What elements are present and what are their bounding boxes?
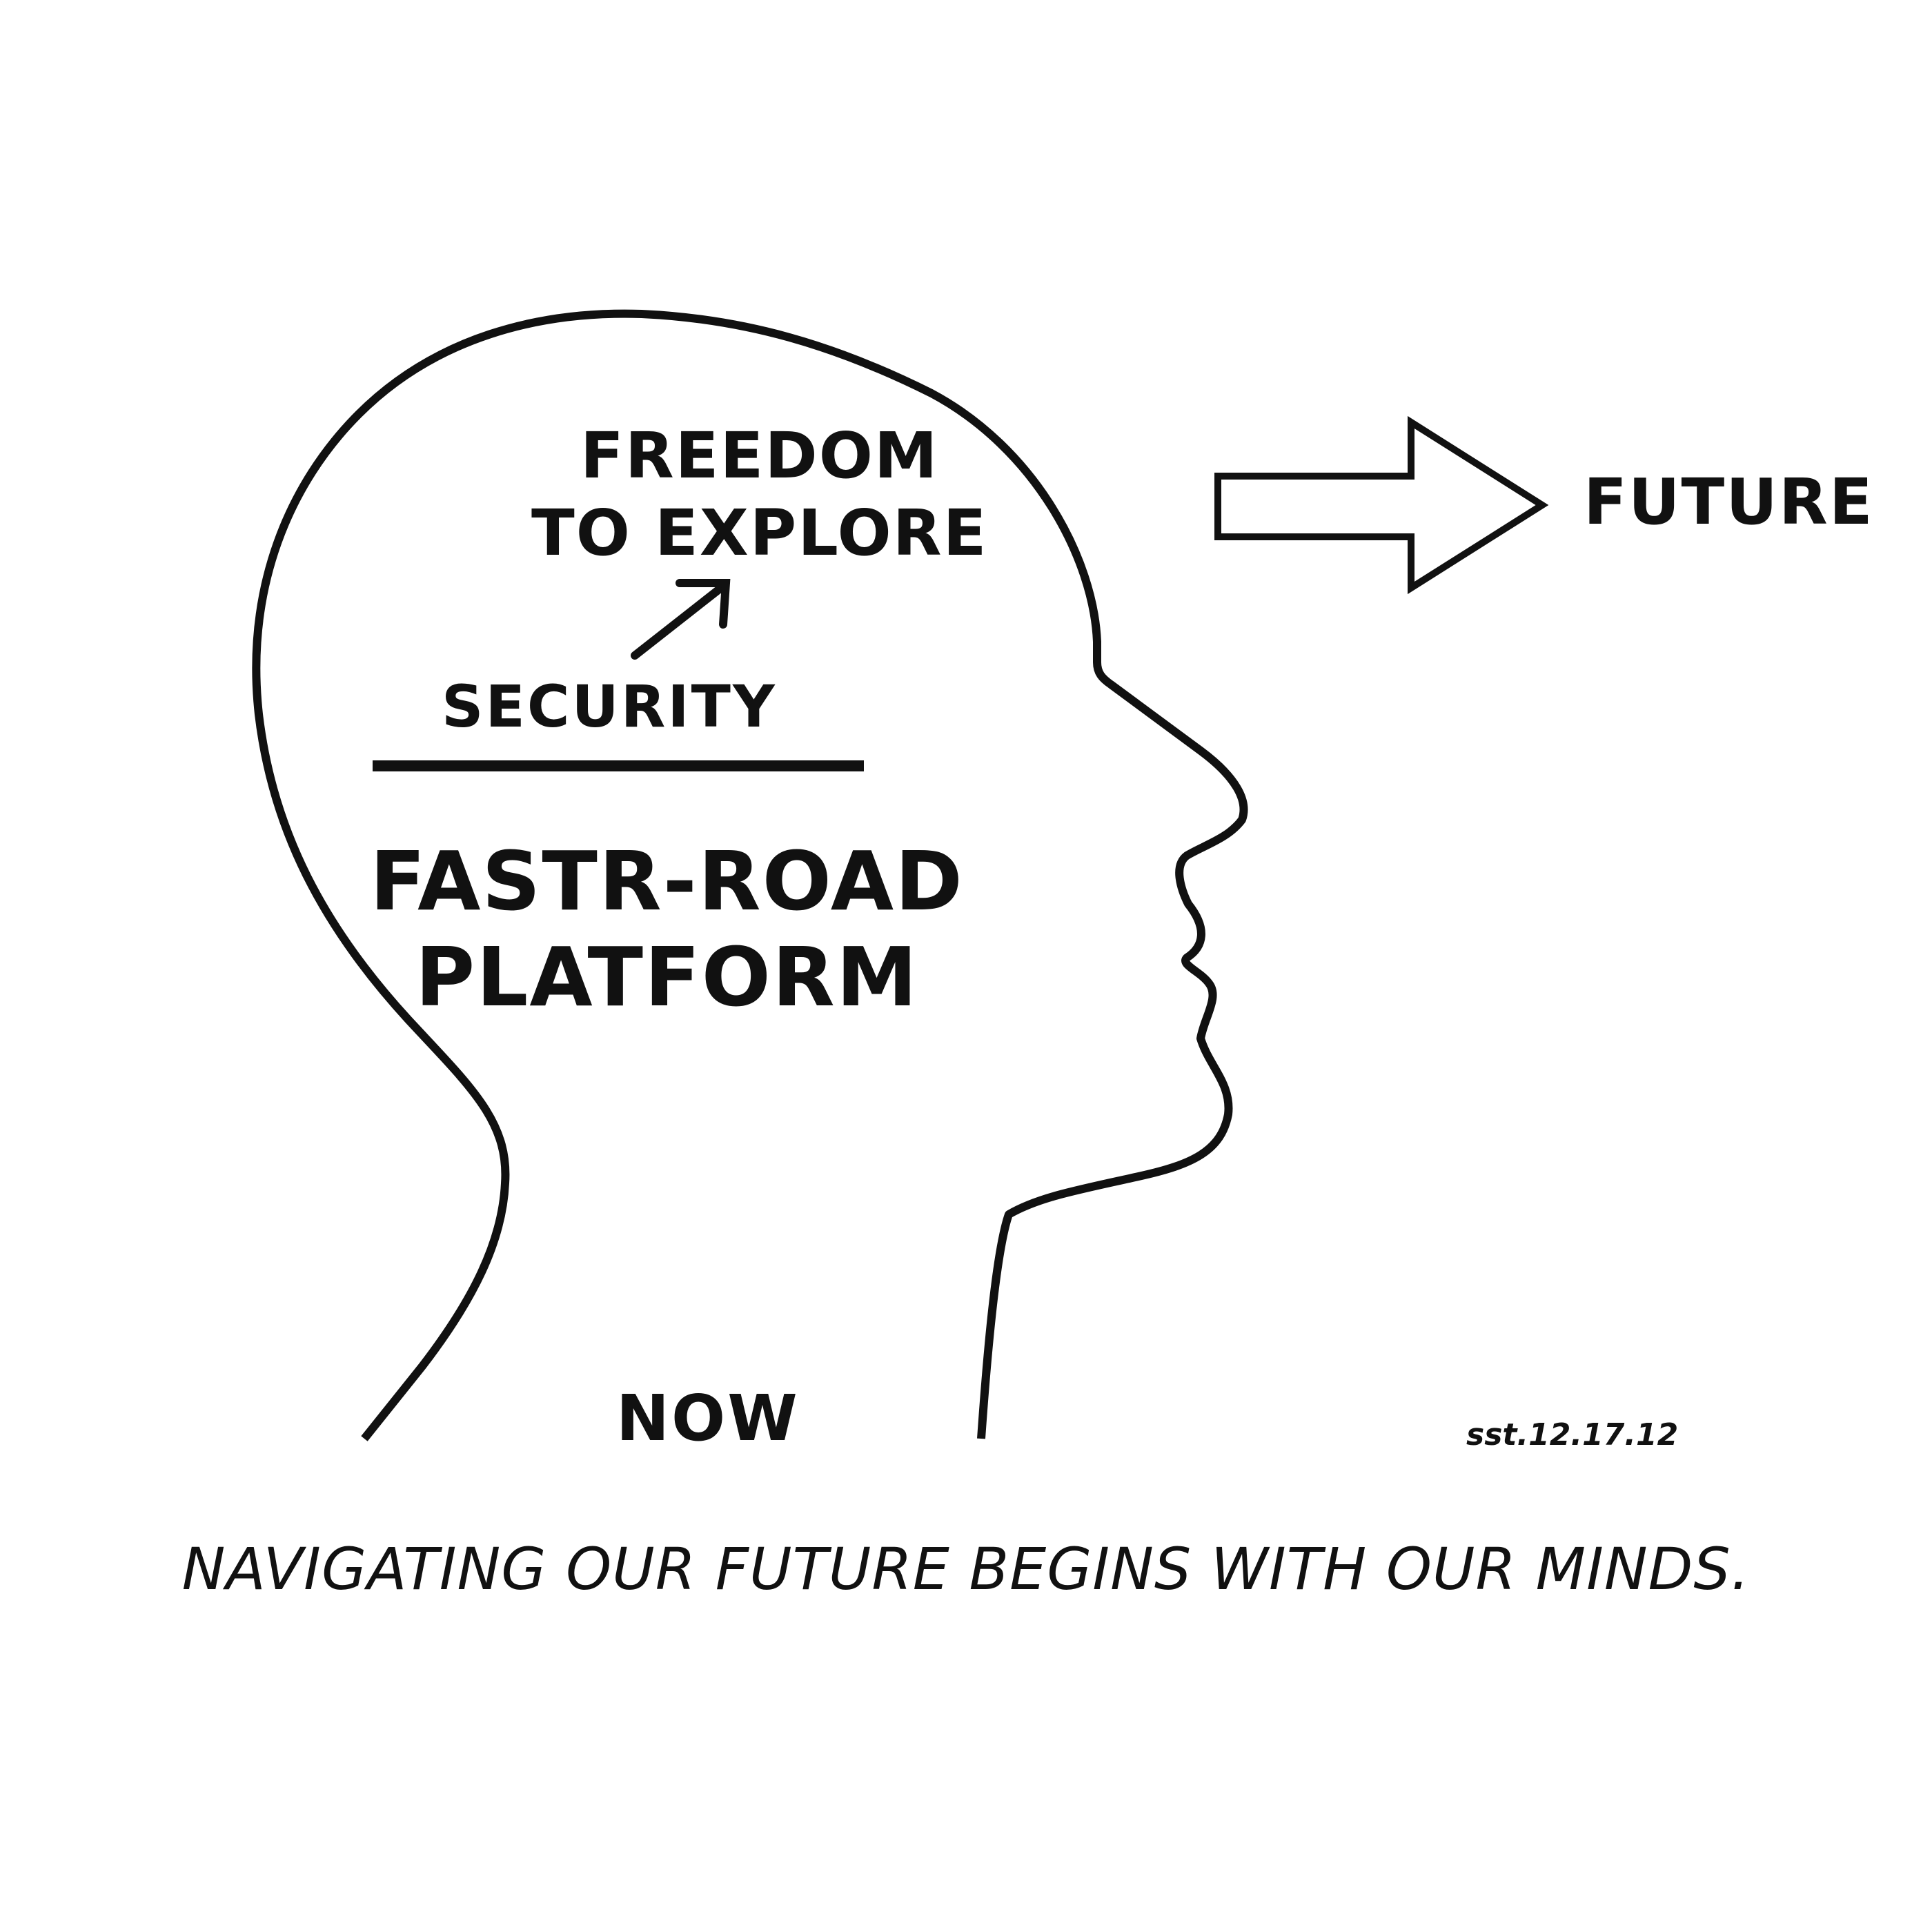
freedom-line-2: TO EXPLORE [531, 496, 988, 571]
freedom-line-1: FREEDOM [580, 419, 939, 493]
security-to-freedom-arrow-head [676, 579, 731, 629]
now-label: NOW [616, 1381, 800, 1455]
freedom-to-explore-label: FREEDOM TO EXPLORE [531, 417, 987, 572]
future-arrow-icon [1214, 415, 1549, 595]
date-stamp: sst.12.17.12 [1466, 1417, 1679, 1452]
platform-label: FASTR-ROAD PLATFORM [370, 834, 964, 1025]
security-to-freedom-arrow-shaft [631, 581, 729, 660]
platform-line-1: FASTR-ROAD [370, 834, 964, 929]
tagline: NAVIGATING OUR FUTURE BEGINS WITH OUR MI… [181, 1535, 1751, 1603]
future-label: FUTURE [1584, 465, 1874, 539]
head-outline [252, 309, 1248, 1441]
security-label: SECURITY [442, 673, 777, 740]
platform-line-2: PLATFORM [415, 929, 919, 1025]
